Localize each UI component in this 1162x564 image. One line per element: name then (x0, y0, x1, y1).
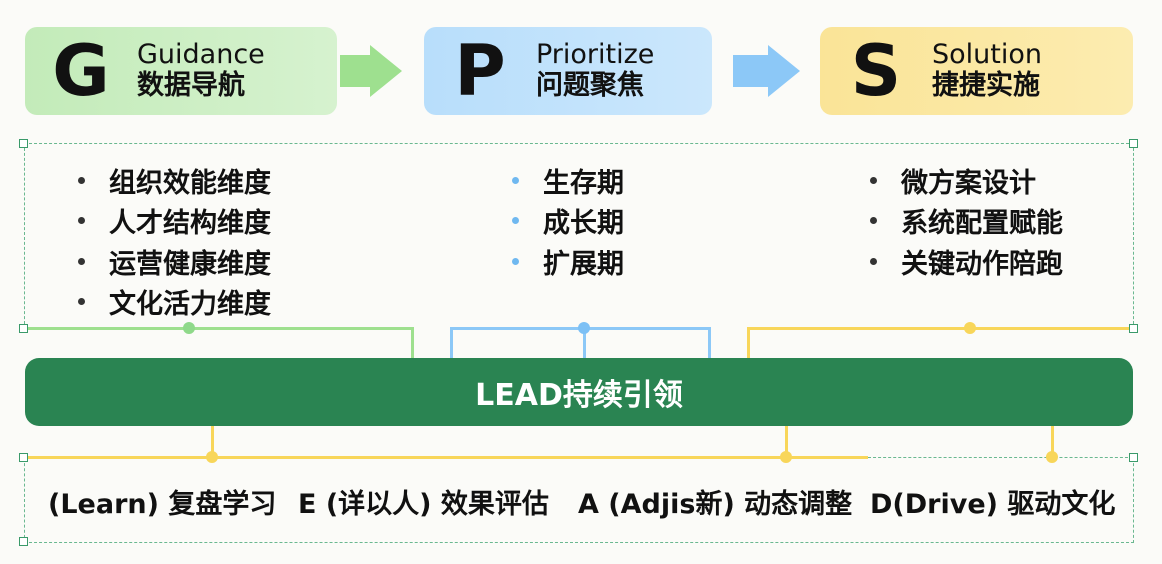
connector-blue (583, 327, 586, 359)
list-item: 文化活力维度 (78, 282, 271, 321)
list-item: 关键动作陪跑 (870, 242, 1063, 281)
stage-letter: S (850, 30, 902, 112)
connector-dot (1046, 451, 1058, 463)
dashed-panel-top (24, 143, 1134, 329)
stage-en: Solution (932, 38, 1042, 70)
connector-yellow (747, 327, 1133, 330)
stage-letter: G (52, 30, 110, 112)
connector-yellow (747, 327, 750, 359)
connector-green (24, 327, 414, 330)
stage-en: Prioritize (536, 38, 655, 70)
lead-learn: (Learn) 复盘学习 (48, 489, 277, 520)
connector-dot (964, 322, 976, 334)
corner-handle (19, 324, 28, 333)
connector-yellow (211, 426, 214, 457)
list-item: 成长期 (512, 201, 624, 240)
arrow-right-icon (340, 55, 370, 87)
stage-zh: 捷捷实施 (932, 69, 1040, 101)
corner-handle (19, 139, 28, 148)
corner-handle (1129, 453, 1138, 462)
list-item: 组织效能维度 (78, 161, 271, 200)
lead-bar: LEAD持续引领 (25, 358, 1133, 426)
list-item: 生存期 (512, 161, 624, 200)
arrow-head (370, 45, 402, 97)
arrow-right-icon (733, 55, 768, 87)
list-item: 微方案设计 (870, 161, 1036, 200)
stage-letter: P (454, 30, 506, 112)
stage-en: Guidance (137, 38, 265, 70)
lead-title: LEAD持续引领 (475, 378, 683, 413)
connector-dot (578, 322, 590, 334)
dashed-panel-bottom (24, 458, 1134, 543)
lead-drive: D(Drive) 驱动文化 (870, 489, 1116, 520)
list-item: 扩展期 (512, 242, 624, 281)
list-item: 人才结构维度 (78, 201, 271, 240)
connector-blue (450, 327, 453, 359)
connector-dot (780, 451, 792, 463)
connector-dot (183, 322, 195, 334)
connector-green (411, 327, 414, 359)
corner-handle (1129, 139, 1138, 148)
connector-yellow (24, 456, 868, 459)
arrow-head (768, 45, 800, 97)
lead-evaluate: E (详以人) 效果评估 (298, 489, 549, 520)
corner-handle (1129, 324, 1138, 333)
list-item: 系统配置赋能 (870, 201, 1063, 240)
connector-yellow (1051, 426, 1054, 457)
stage-zh: 数据导航 (137, 69, 245, 101)
stage-zh: 问题聚焦 (536, 69, 644, 101)
lead-adjust: A (Adjis新) 动态调整 (578, 489, 853, 520)
connector-yellow (785, 426, 788, 457)
corner-handle (19, 537, 28, 546)
list-item: 运营健康维度 (78, 242, 271, 281)
connector-blue (708, 327, 711, 359)
corner-handle (19, 453, 28, 462)
dashed-line (868, 457, 1133, 458)
connector-dot (206, 451, 218, 463)
